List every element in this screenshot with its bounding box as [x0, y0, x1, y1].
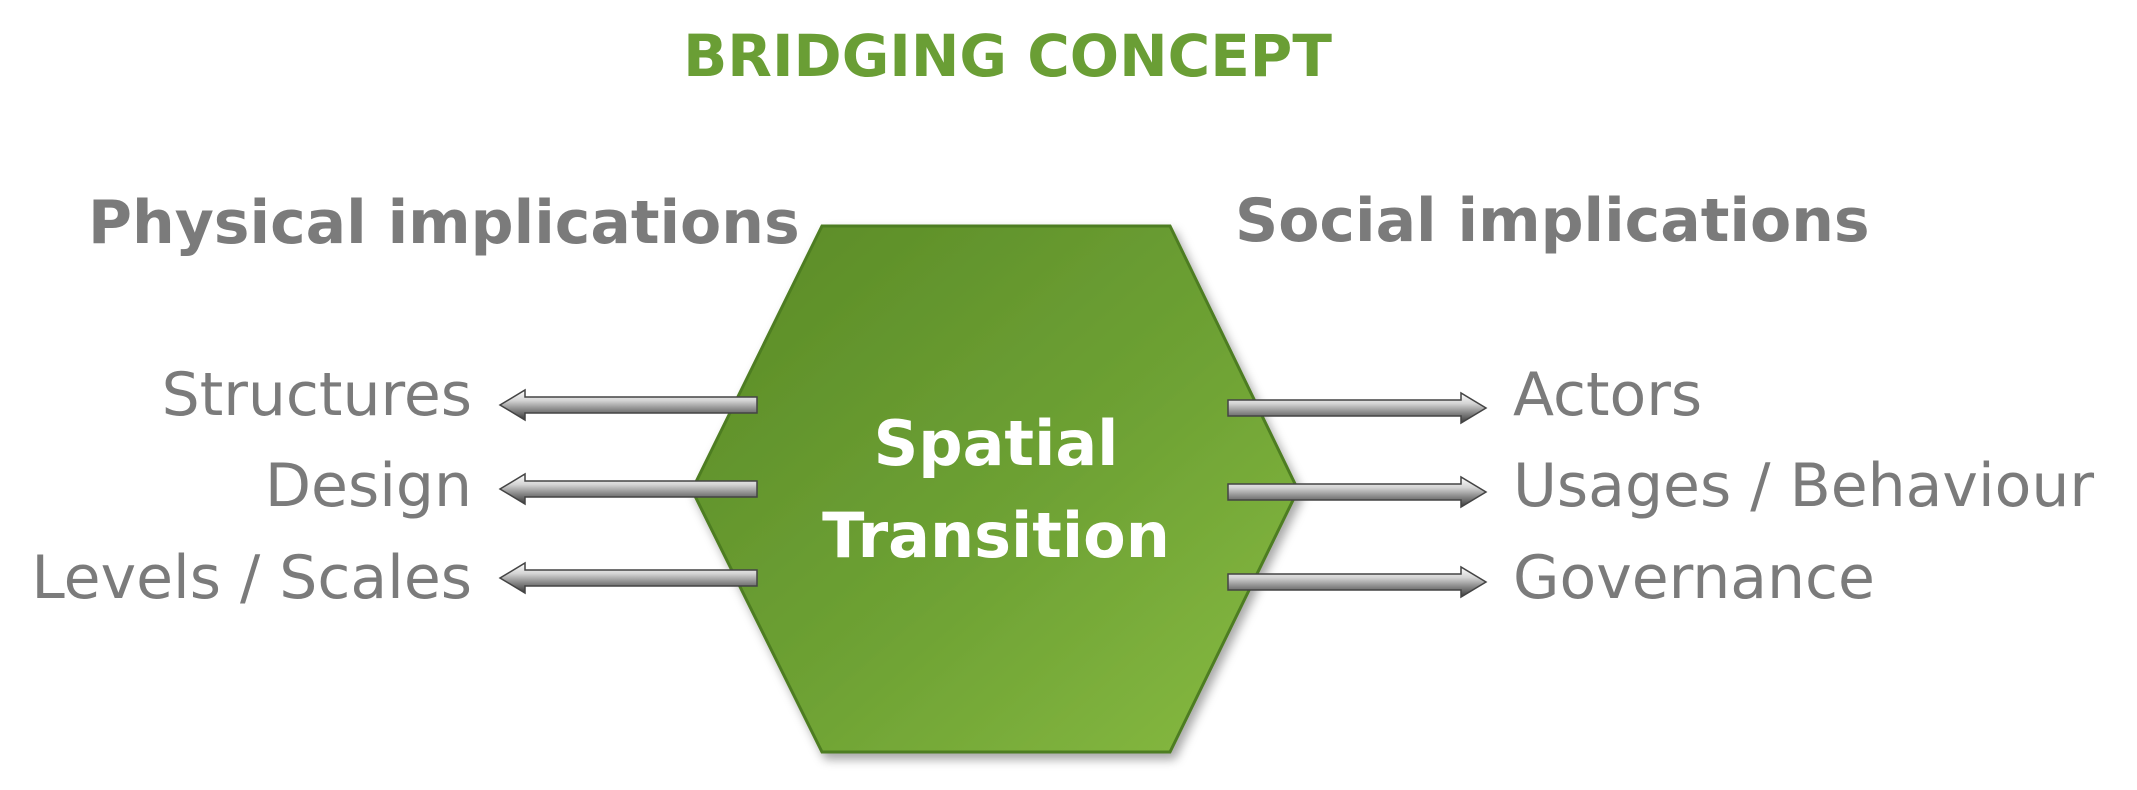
hexagon-label-line1: Spatial	[874, 407, 1119, 480]
hexagon-label-line2: Transition	[822, 499, 1170, 572]
left-item-levels-scales: Levels / Scales	[31, 543, 472, 613]
left-arrow-levels-scales	[498, 561, 758, 595]
right-item-governance: Governance	[1513, 543, 1875, 613]
right-item-actors: Actors	[1513, 360, 1703, 430]
left-arrow-structures	[498, 388, 758, 422]
social-implications-heading: Social implications	[1235, 186, 1870, 256]
left-item-design: Design	[264, 451, 472, 521]
right-arrow-usages-behaviour	[1227, 475, 1488, 509]
physical-implications-heading: Physical implications	[88, 188, 800, 258]
spatial-transition-hexagon	[690, 224, 1300, 754]
right-arrow-actors	[1227, 391, 1488, 425]
left-arrow-design	[498, 472, 758, 506]
diagram-title: BRIDGING CONCEPT	[683, 22, 1332, 90]
left-item-structures: Structures	[161, 360, 472, 430]
right-item-usages-behaviour: Usages / Behaviour	[1513, 451, 2095, 521]
right-arrow-governance	[1227, 565, 1488, 599]
